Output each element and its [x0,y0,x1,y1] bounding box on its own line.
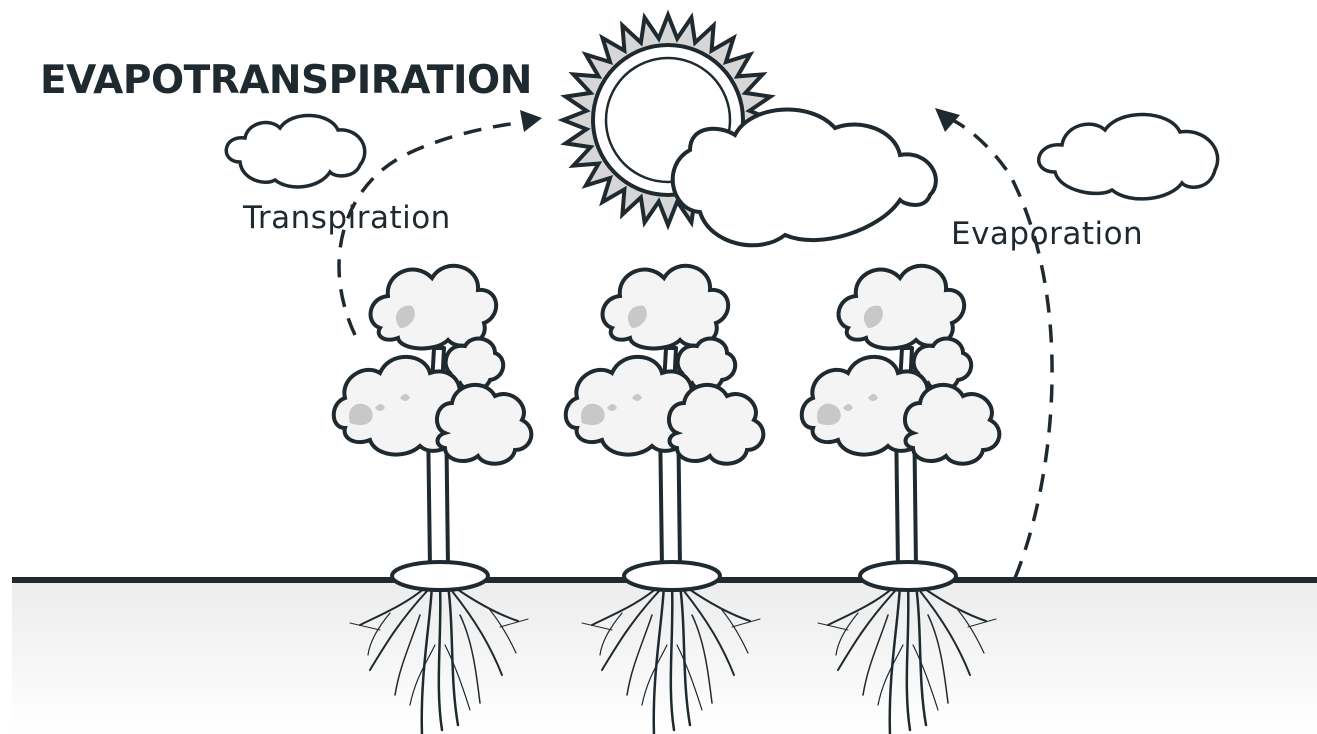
arrow-icon [935,108,960,132]
cloud-icon [1037,112,1220,201]
diagram-title: EVAPOTRANSPIRATION [40,58,532,103]
tree-icon [331,263,534,592]
evaporation-arrow [947,116,1054,579]
tree-icon [563,263,766,592]
tree-icon [799,263,1002,592]
transpiration-arrow [337,120,526,336]
cloud-icon [670,107,938,248]
evaporation-label: Evaporation [951,216,1144,252]
ground [12,580,1317,734]
cloud-icon [224,113,367,189]
transpiration-label: Transpiration [243,200,451,236]
arrow-icon [520,110,542,132]
